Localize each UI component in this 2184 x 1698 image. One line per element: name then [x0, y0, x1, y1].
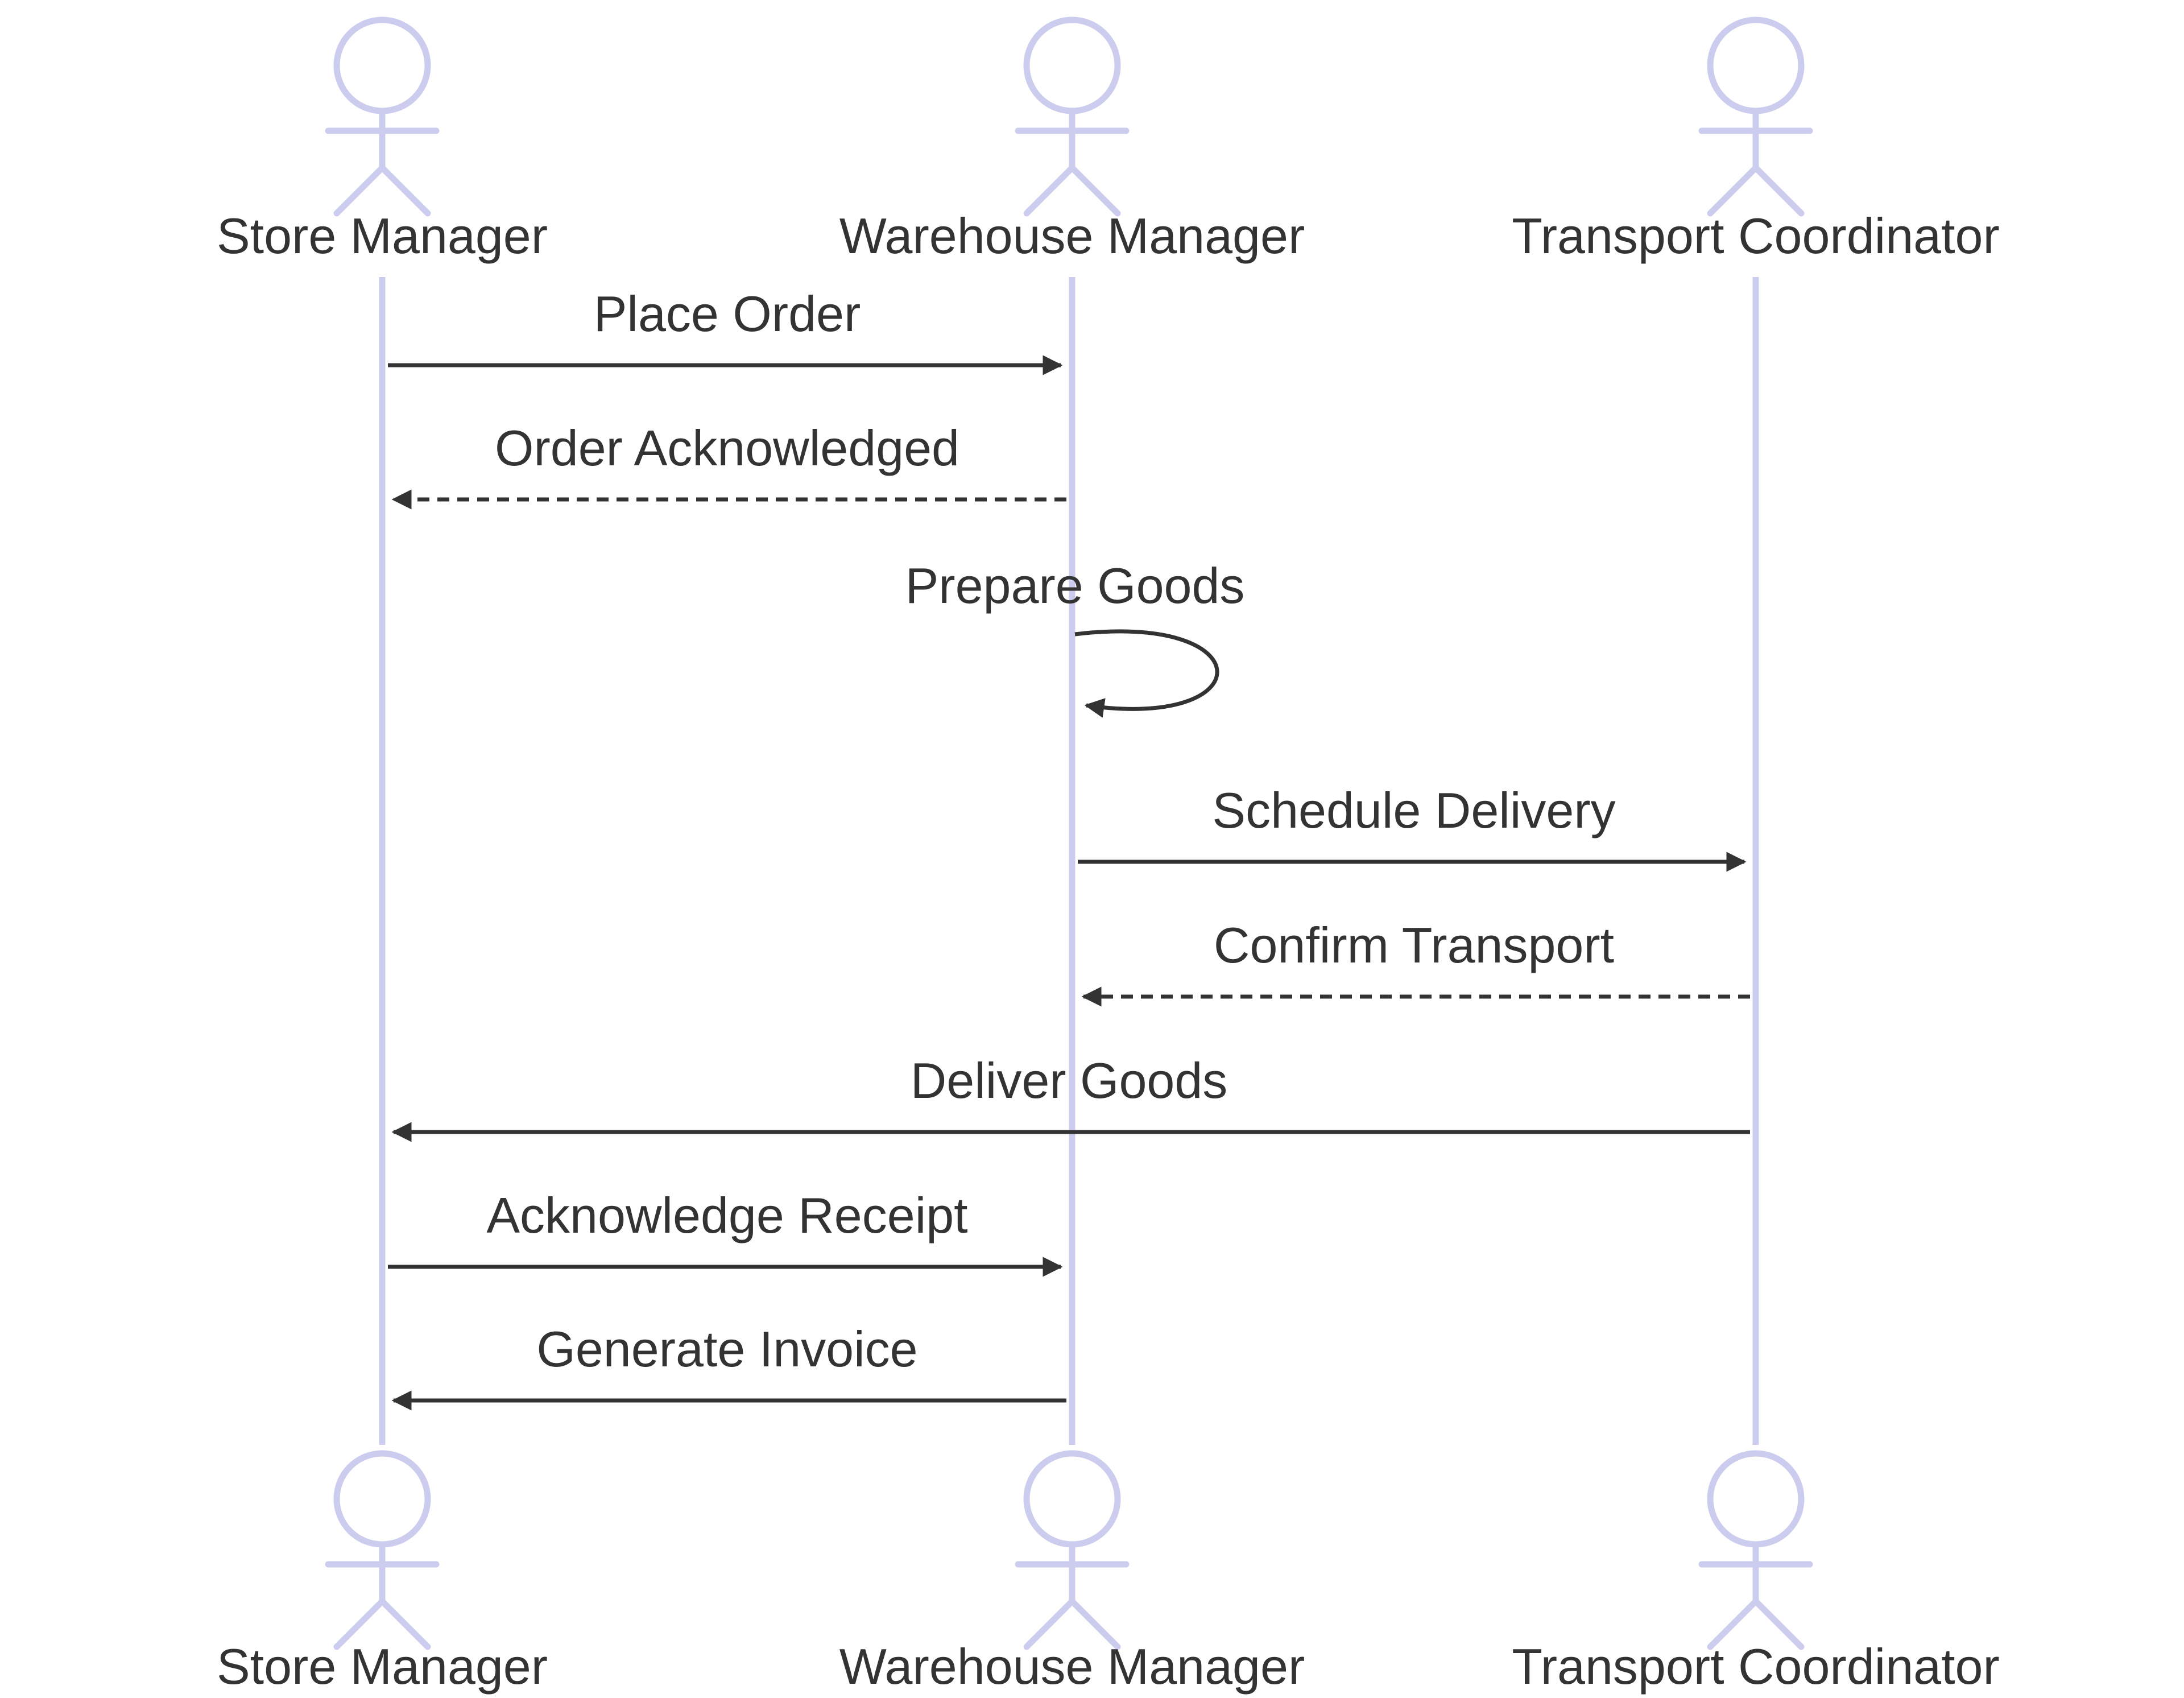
actor-leg-left — [1023, 1598, 1076, 1650]
actor-leg-right — [1752, 1598, 1805, 1650]
actor-icon-top-sm — [325, 16, 440, 217]
actor-head — [333, 16, 431, 114]
message-4: Schedule Delivery — [1078, 782, 1747, 872]
actor-icon-top-wm — [1015, 16, 1130, 217]
actor-head — [333, 1450, 431, 1548]
message-label: Prepare Goods — [905, 557, 1245, 614]
message-label: Deliver Goods — [911, 1052, 1228, 1109]
actor-label-top-wm: Warehouse Manager — [839, 208, 1305, 264]
message-label: Schedule Delivery — [1212, 782, 1615, 838]
actor-icon-top-tc — [1698, 16, 1813, 217]
actor-leg-left — [1707, 164, 1759, 217]
actor-leg-right — [1069, 1598, 1121, 1650]
message-label: Acknowledge Receipt — [486, 1187, 967, 1243]
actor-leg-right — [1069, 164, 1121, 217]
message-label: Confirm Transport — [1214, 917, 1614, 973]
message-8: Generate Invoice — [391, 1321, 1066, 1411]
actor-head — [1023, 1450, 1121, 1548]
message-7: Acknowledge Receipt — [388, 1187, 1063, 1277]
actor-label-bottom-sm: Store Manager — [217, 1638, 548, 1695]
actor-leg-left — [1707, 1598, 1759, 1650]
actor-leg-left — [333, 1598, 386, 1650]
message-label: Order Acknowledged — [495, 420, 959, 476]
actor-label-top-tc: Transport Coordinator — [1512, 208, 2000, 264]
actor-leg-right — [379, 164, 431, 217]
message-6: Deliver Goods — [391, 1052, 1750, 1142]
actor-icon-bottom-tc — [1698, 1450, 1813, 1650]
actor-leg-right — [379, 1598, 431, 1650]
message-3: Prepare Goods — [905, 557, 1245, 718]
message-2: Order Acknowledged — [391, 420, 1066, 510]
message-1: Place Order — [388, 286, 1063, 375]
actor-label-bottom-wm: Warehouse Manager — [839, 1638, 1305, 1695]
actor-label-top-sm: Store Manager — [217, 208, 548, 264]
actor-leg-right — [1752, 164, 1805, 217]
actor-head — [1707, 1450, 1805, 1548]
actor-icon-bottom-wm — [1015, 1450, 1130, 1650]
actor-icon-bottom-sm — [325, 1450, 440, 1650]
actor-leg-left — [1023, 164, 1076, 217]
actor-head — [1707, 16, 1805, 114]
actor-leg-left — [333, 164, 386, 217]
message-arrow — [1074, 629, 1219, 718]
actor-head — [1023, 16, 1121, 114]
message-5: Confirm Transport — [1081, 917, 1750, 1007]
message-label: Generate Invoice — [536, 1321, 917, 1377]
actor-label-bottom-tc: Transport Coordinator — [1512, 1638, 2000, 1695]
message-label: Place Order — [594, 286, 861, 342]
